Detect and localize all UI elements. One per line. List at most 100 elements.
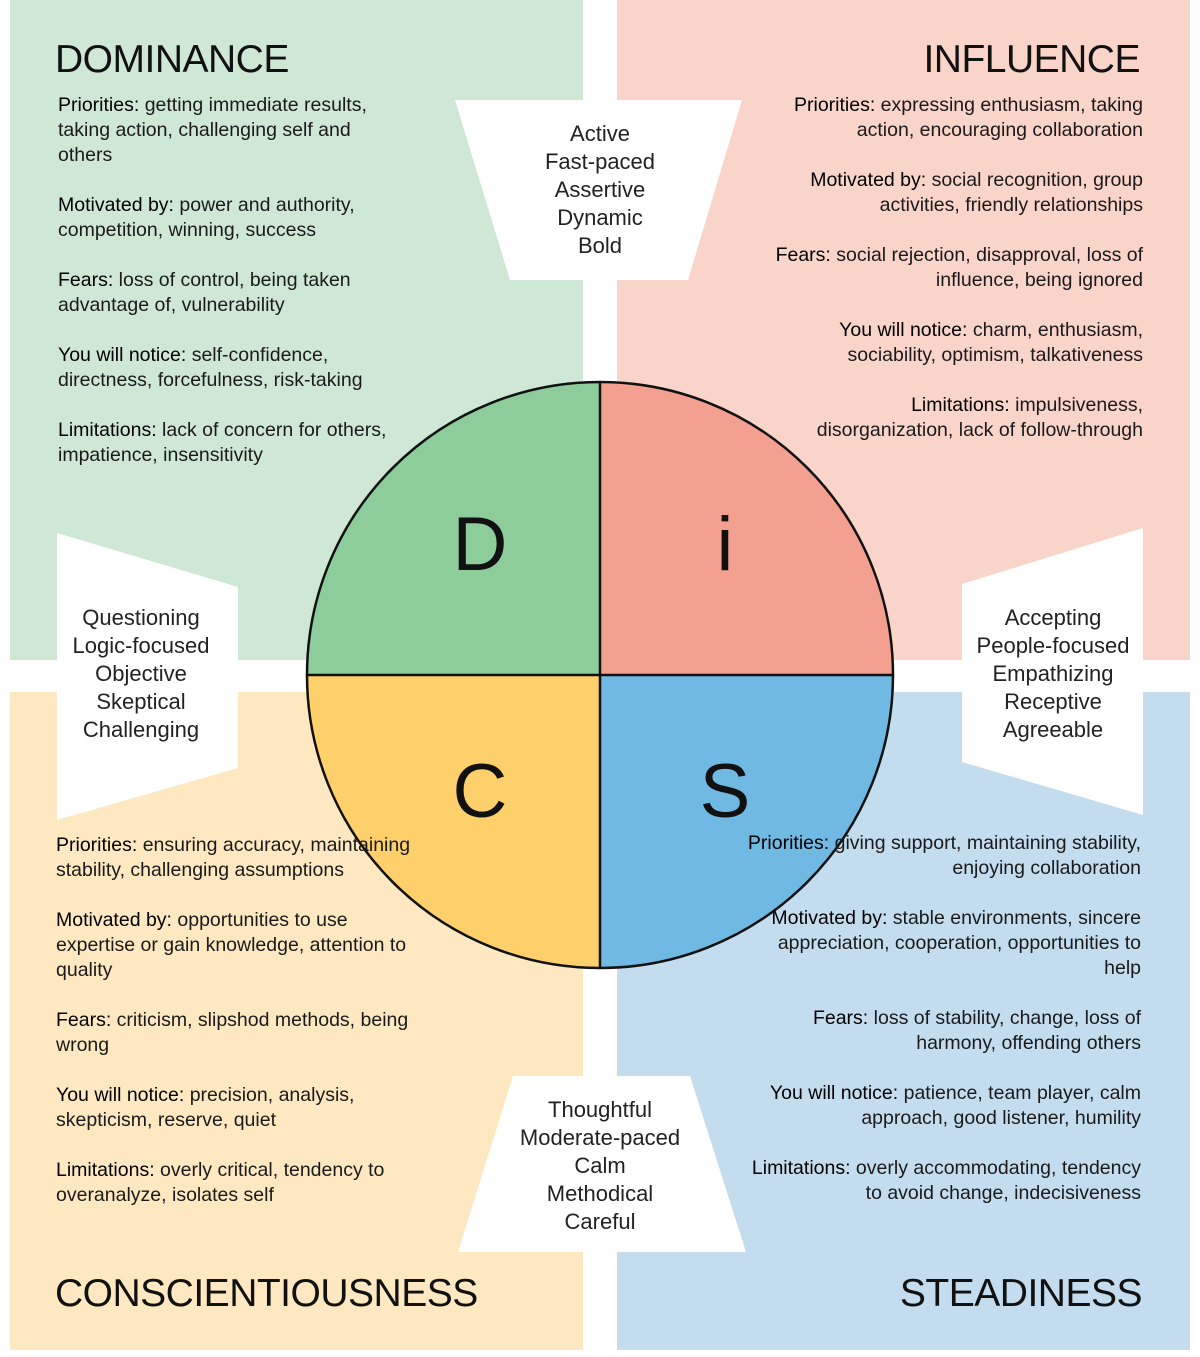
trait-label: Fears: (812, 1007, 869, 1029)
trait-label: Limitations: (58, 419, 157, 441)
trait-item: Motivated by: stable environments, since… (741, 906, 1141, 981)
c-letter: C (452, 749, 508, 834)
trait-text: getting immediate results, taking action… (58, 94, 367, 166)
conscientiousness-title: CONSCIENTIOUSNESS (55, 1272, 478, 1315)
trait-label: Motivated by: (56, 909, 172, 931)
i-circle-quadrant (600, 382, 893, 675)
trait-text: ensuring accuracy, maintaining stability… (56, 834, 411, 881)
axis-descriptor: Questioning (82, 605, 200, 630)
trait-label: Fears: (56, 1009, 112, 1031)
influence-traits: Priorities: expressing enthusiasm, takin… (773, 93, 1143, 468)
trait-item: Motivated by: social recognition, group … (773, 168, 1143, 218)
right-axis-arrow (962, 528, 1143, 815)
conscientiousness-traits: Priorities: ensuring accuracy, maintaini… (56, 833, 416, 1233)
dominance-title: DOMINANCE (55, 38, 289, 81)
trait-text: giving support, maintaining stability, e… (829, 832, 1141, 879)
trait-item: Priorities: getting immediate results, t… (58, 93, 398, 168)
trait-item: Priorities: ensuring accuracy, maintaini… (56, 833, 416, 883)
trait-text: criticism, slipshod methods, being wrong (56, 1009, 409, 1056)
trait-text: overly accommodating, tendency to avoid … (850, 1157, 1141, 1204)
trait-text: lack of concern for others, impatience, … (58, 419, 387, 466)
trait-label: Priorities: (793, 94, 876, 116)
axis-descriptor: Careful (564, 1209, 636, 1234)
d-circle-quadrant (307, 382, 600, 675)
trait-text: opportunities to use expertise or gain k… (56, 909, 407, 981)
axis-descriptor: Moderate-paced (519, 1125, 681, 1150)
trait-text: loss of stability, change, loss of harmo… (868, 1007, 1141, 1054)
trait-label: You will notice: (839, 319, 968, 341)
trait-text: loss of control, being taken advantage o… (58, 269, 351, 316)
axis-descriptor: Accepting (1004, 605, 1102, 630)
trait-item: Limitations: overly critical, tendency t… (56, 1158, 416, 1208)
axis-descriptor: Challenging (82, 717, 200, 742)
trait-label: Motivated by: (58, 194, 174, 216)
trait-item: Fears: loss of control, being taken adva… (58, 268, 398, 318)
trait-label: You will notice: (769, 1082, 899, 1104)
trait-item: You will notice: precision, analysis, sk… (56, 1083, 416, 1133)
axis-descriptor: Methodical (546, 1181, 654, 1206)
trait-text: expressing enthusiasm, taking action, en… (856, 94, 1143, 141)
dominance-traits: Priorities: getting immediate results, t… (58, 93, 398, 493)
top-axis-arrow (455, 100, 742, 280)
trait-label: Fears: (775, 244, 831, 266)
trait-item: Priorities: giving support, maintaining … (741, 831, 1141, 881)
influence-title: INFLUENCE (923, 38, 1140, 81)
axis-descriptor: Active (570, 121, 630, 146)
axis-descriptor: Objective (95, 661, 187, 686)
trait-item: Fears: criticism, slipshod methods, bein… (56, 1008, 416, 1058)
trait-text: self-confidence, directness, forcefulnes… (58, 344, 363, 391)
axis-descriptor: Bold (577, 233, 623, 258)
trait-text: power and authority, competition, winnin… (58, 194, 355, 241)
axis-descriptor: Receptive (1004, 689, 1102, 714)
trait-item: Motivated by: power and authority, compe… (58, 193, 398, 243)
trait-text: charm, enthusiasm, sociability, optimism… (847, 319, 1144, 366)
trait-text: social rejection, disapproval, loss of i… (830, 244, 1143, 291)
trait-text: stable environments, sincere appreciatio… (777, 907, 1141, 979)
axis-descriptor: Thoughtful (548, 1097, 652, 1122)
trait-item: Priorities: expressing enthusiasm, takin… (773, 93, 1143, 143)
axis-descriptor: Fast-paced (544, 149, 656, 174)
trait-text: overly critical, tendency to overanalyze… (56, 1159, 385, 1206)
trait-item: Motivated by: opportunities to use exper… (56, 908, 416, 983)
steadiness-title: STEADINESS (899, 1272, 1143, 1315)
trait-label: You will notice: (56, 1084, 185, 1106)
trait-text: social recognition, group activities, fr… (879, 169, 1143, 216)
trait-text: patience, team player, calm approach, go… (861, 1082, 1141, 1129)
trait-label: Priorities: (747, 832, 830, 854)
trait-label: Motivated by: (771, 907, 888, 929)
axis-descriptor: Dynamic (557, 205, 643, 230)
axis-descriptor: Logic-focused (72, 633, 210, 658)
trait-label: Limitations: (751, 1157, 851, 1179)
axis-descriptor: Assertive (554, 177, 646, 202)
axis-descriptor: People-focused (976, 633, 1130, 658)
trait-item: You will notice: self-confidence, direct… (58, 343, 398, 393)
axis-descriptor: Empathizing (992, 661, 1114, 686)
d-letter: D (452, 502, 508, 587)
trait-label: Limitations: (56, 1159, 155, 1181)
trait-label: Motivated by: (810, 169, 927, 191)
trait-text: precision, analysis, skepticism, reserve… (56, 1084, 355, 1131)
trait-label: You will notice: (58, 344, 187, 366)
trait-item: Fears: social rejection, disapproval, lo… (773, 243, 1143, 293)
trait-item: Fears: loss of stability, change, loss o… (741, 1006, 1141, 1056)
trait-item: Limitations: impulsiveness, disorganizat… (773, 393, 1143, 443)
i-letter: i (716, 502, 734, 587)
s-letter: S (699, 749, 751, 834)
trait-label: Priorities: (56, 834, 138, 856)
trait-item: You will notice: patience, team player, … (741, 1081, 1141, 1131)
s-circle-quadrant (600, 675, 893, 968)
steadiness-traits: Priorities: giving support, maintaining … (741, 831, 1141, 1231)
axis-descriptor: Skeptical (96, 689, 186, 714)
trait-label: Fears: (58, 269, 114, 291)
bottom-axis-arrow (458, 1076, 746, 1252)
trait-item: Limitations: lack of concern for others,… (58, 418, 398, 468)
trait-text: impulsiveness, disorganization, lack of … (816, 394, 1143, 441)
trait-item: You will notice: charm, enthusiasm, soci… (773, 318, 1143, 368)
trait-label: Limitations: (911, 394, 1010, 416)
trait-label: Priorities: (58, 94, 140, 116)
